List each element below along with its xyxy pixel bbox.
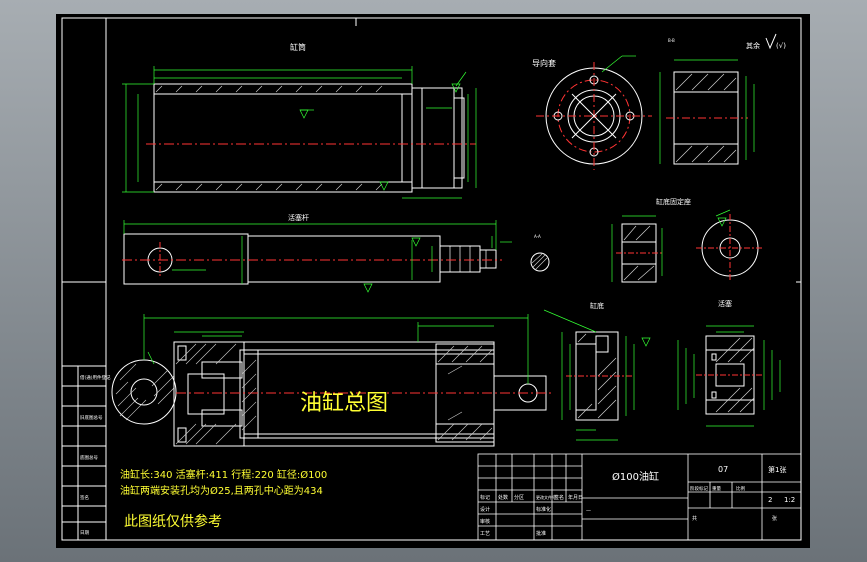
barrel-view <box>122 66 477 199</box>
side-cell-2: 旧底图总号 <box>80 414 103 421</box>
tb-total: 共 <box>692 515 697 522</box>
tb-row-zone: 分区 <box>514 494 524 501</box>
assembly-view <box>111 314 554 447</box>
tb-design: 设计 <box>480 506 490 513</box>
svg-text:(√): (√) <box>776 42 786 50</box>
roughness-note: 其余 <box>746 41 760 50</box>
piston-rod-view: A-A <box>122 220 550 293</box>
scale-a: 2 <box>768 496 772 504</box>
piston-rod-title: 活塞杆 <box>288 213 309 222</box>
tb-weight: 重量 <box>712 485 721 492</box>
cylinder-base-view <box>543 309 651 441</box>
tb-row-count: 处数 <box>498 494 508 501</box>
drawing-sheet: 借(通)用件登记 旧底图总号 底图总号 签名 日期 <box>56 14 810 548</box>
tb-approve: 批准 <box>536 530 546 537</box>
side-cell-1: 借(通)用件登记 <box>80 374 111 381</box>
spec-line-1: 油缸长:340 活塞杆:411 行程:220 缸径:Ø100 <box>120 468 327 481</box>
drawing-number: 07 <box>718 465 728 474</box>
tb-ratio: 比例 <box>736 485 745 492</box>
spec-line-2: 油缸两端安装孔均为Ø25,且两孔中心距为434 <box>120 484 323 497</box>
svg-text:B-B: B-B <box>668 38 675 43</box>
tb-review: 审核 <box>480 518 490 525</box>
tb-row-mark: 标记 <box>480 494 490 501</box>
tb-standardize: 标准化 <box>536 506 551 513</box>
tb-process: 工艺 <box>480 531 490 537</box>
tb-row-changefile: 更改文件号 <box>536 494 556 500</box>
inner-frame <box>105 17 802 541</box>
title-block <box>477 453 802 541</box>
piston-title: 活塞 <box>718 299 732 308</box>
svg-text:—: — <box>586 508 591 514</box>
side-cell-3: 底图总号 <box>80 454 98 461</box>
tb-row-sign: 签名 <box>554 494 564 501</box>
tb-stage: 阶段标记 <box>690 485 708 492</box>
outer-frame <box>61 17 802 541</box>
svg-text:A-A: A-A <box>534 234 541 239</box>
tb-sheet-of: 张 <box>772 515 777 522</box>
cap-bracket-view <box>611 209 764 283</box>
assembly-title: 油缸总图 <box>300 391 388 416</box>
cap-bracket-title: 缸底固定座 <box>656 197 691 206</box>
barrel-title: 缸筒 <box>290 42 306 52</box>
piston-view <box>677 325 781 427</box>
guide-sleeve-title: 导向套 <box>532 58 556 68</box>
side-registration-cells <box>61 365 107 541</box>
roughness-symbol <box>765 33 777 50</box>
guide-sleeve-view: B-B <box>536 38 755 170</box>
side-cell-4: 签名 <box>80 494 89 501</box>
sheet-label: 第1张 <box>768 465 786 474</box>
scale-b: 1:2 <box>784 496 795 504</box>
side-cell-5: 日期 <box>80 530 89 536</box>
cylinder-base-title: 缸底 <box>590 301 604 310</box>
drawing-canvas: 借(通)用件登记 旧底图总号 底图总号 签名 日期 <box>61 17 802 541</box>
reference-note: 此图纸仅供参考 <box>124 513 222 530</box>
part-name: Ø100油缸 <box>612 470 659 483</box>
tb-row-date: 年月日 <box>568 494 583 501</box>
